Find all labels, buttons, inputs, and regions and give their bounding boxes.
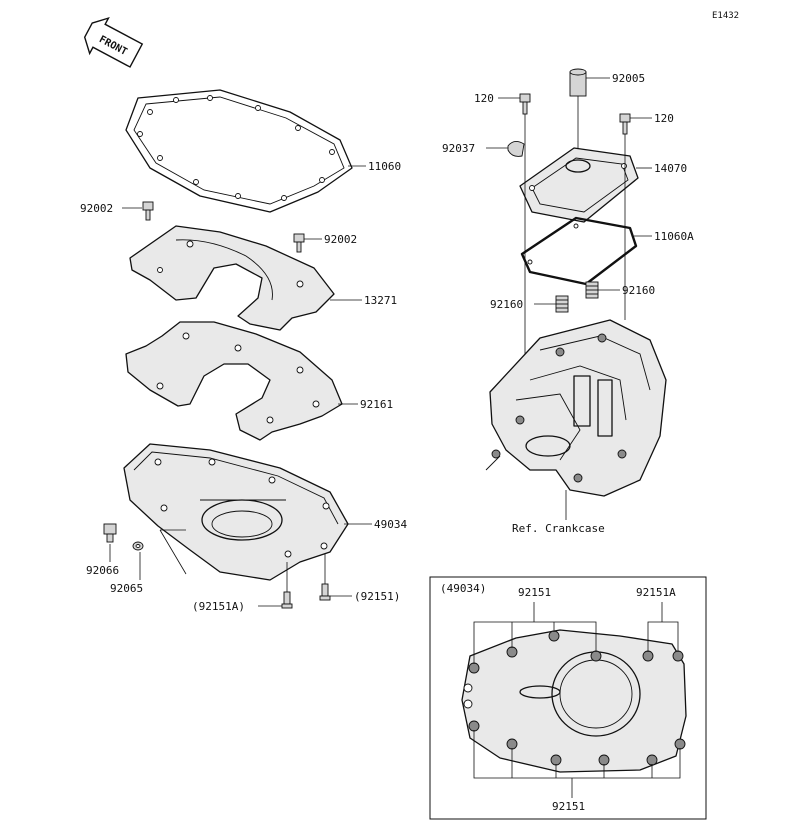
label-49034: 49034 xyxy=(374,518,407,531)
bolt-120-left xyxy=(519,93,531,115)
label-120-left: 120 xyxy=(474,92,494,105)
baffle-plate-13271 xyxy=(129,225,335,331)
bolt-92151a xyxy=(281,591,293,609)
detail-frame xyxy=(429,576,707,820)
label-92151-detail-top: 92151 xyxy=(518,586,551,599)
oil-pan-detail-view xyxy=(461,629,687,773)
label-92160-left: 92160 xyxy=(490,298,523,311)
dowel-92160-left xyxy=(555,295,569,313)
detail-bolts xyxy=(468,630,686,766)
label-92002-left: 92002 xyxy=(80,202,113,215)
label-92151-paren: (92151) xyxy=(354,590,400,603)
bolt-92002-left xyxy=(142,201,154,221)
label-92002-right: 92002 xyxy=(324,233,357,246)
label-13271: 13271 xyxy=(364,294,397,307)
ref-crankcase-label: Ref. Crankcase xyxy=(512,522,605,535)
label-92151-detail-bottom: 92151 xyxy=(552,800,585,813)
label-92037: 92037 xyxy=(442,142,475,155)
label-92065: 92065 xyxy=(110,582,143,595)
label-92005: 92005 xyxy=(612,72,645,85)
label-92066: 92066 xyxy=(86,564,119,577)
diagram-code: E1432 xyxy=(712,11,739,21)
bolt-92002-right xyxy=(293,233,305,253)
label-92160-right: 92160 xyxy=(622,284,655,297)
plug-92005 xyxy=(569,68,587,97)
label-92161: 92161 xyxy=(360,398,393,411)
label-92151a-paren: (92151A) xyxy=(192,600,245,613)
label-14070: 14070 xyxy=(654,162,687,175)
bolt-120-right xyxy=(619,113,631,135)
detail-ref-label: (49034) xyxy=(440,582,486,595)
label-120-right: 120 xyxy=(654,112,674,125)
gasket-92161 xyxy=(125,321,343,441)
oil-pan-49034 xyxy=(123,443,349,581)
label-92151a-detail-top: 92151A xyxy=(636,586,676,599)
gasket-11060 xyxy=(125,89,353,213)
front-arrow-icon: FRONT xyxy=(83,16,144,68)
crankcase-reference xyxy=(485,319,667,497)
dowel-92160-right xyxy=(585,281,599,299)
label-11060: 11060 xyxy=(368,160,401,173)
label-11060a: 11060A xyxy=(654,230,694,243)
bolt-92151 xyxy=(319,583,331,601)
clamp-92037 xyxy=(507,141,525,157)
gasket-11060a xyxy=(520,216,638,286)
cover-14070 xyxy=(519,147,639,223)
drain-plug-92066 xyxy=(103,523,117,543)
washer-92065 xyxy=(132,541,144,551)
